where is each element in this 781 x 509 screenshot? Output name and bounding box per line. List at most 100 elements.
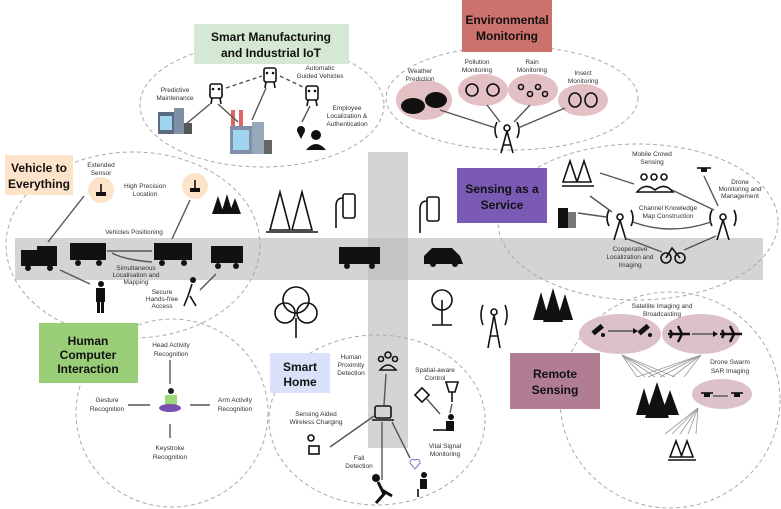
saas-title-box bbox=[457, 168, 547, 223]
vehicles-positioning-label: Vehicles Positioning bbox=[105, 229, 163, 236]
person-charging-icon bbox=[307, 434, 320, 455]
person-phone-icon bbox=[96, 281, 105, 313]
pollution-label-1: Pollution bbox=[465, 59, 490, 66]
lamp-icon bbox=[444, 381, 460, 402]
tree-icon bbox=[431, 289, 453, 326]
radar-beams bbox=[621, 354, 702, 435]
employee-label-1: Employee bbox=[333, 105, 362, 112]
satellite-icon bbox=[637, 323, 652, 337]
v2x-title-line2: Everything bbox=[8, 177, 70, 191]
vital-label-2: Monitoring bbox=[430, 451, 461, 458]
hci-title-line1: Human bbox=[68, 334, 109, 348]
hands-free-label-2: Hands-free bbox=[146, 296, 179, 303]
keystroke-label-2: Recognition bbox=[153, 454, 188, 461]
rain-label-2: Monitoring bbox=[517, 67, 548, 74]
manufacturing-title-line2: and Industrial IoT bbox=[221, 46, 322, 60]
satellite-label-1: Satellite Imaging and bbox=[632, 303, 693, 310]
vertical-road bbox=[368, 152, 408, 448]
insect-label-2: Monitoring bbox=[568, 78, 599, 85]
agv-label-1: Automatic bbox=[306, 65, 336, 72]
arrow-head-icon bbox=[633, 328, 638, 334]
spatial-label-2: Control bbox=[425, 375, 447, 382]
heart-monitor-icon bbox=[409, 458, 421, 470]
weather-label-2: Prediction bbox=[406, 76, 435, 83]
head-activity-label-2: Recognition bbox=[154, 351, 189, 358]
head-activity-label-1: Head Activity bbox=[152, 342, 190, 349]
pollution-label-2: Monitoring bbox=[462, 67, 493, 74]
vital-label-1: Vital Signal bbox=[429, 443, 462, 450]
drone-icon bbox=[731, 392, 743, 397]
bug-icon bbox=[568, 92, 598, 108]
saas-title-line2: Service bbox=[481, 198, 524, 212]
smarthome-title-line1: Smart bbox=[283, 360, 317, 374]
antenna-tower-icon bbox=[480, 304, 508, 349]
robot-icon bbox=[209, 83, 223, 105]
drone-swarm-label-1: Drone Swarm bbox=[710, 359, 750, 366]
raindrops-icon bbox=[517, 83, 549, 98]
building-icon bbox=[558, 208, 576, 228]
slam-label-2: Localisation and bbox=[113, 272, 160, 279]
insect-bubble bbox=[558, 84, 608, 116]
drone-icon bbox=[701, 392, 713, 397]
coop-label-2: Localization and bbox=[607, 254, 654, 261]
hands-free-label-1: Secure bbox=[152, 289, 173, 296]
airplane-icon bbox=[668, 325, 690, 343]
manufacturing-title-box bbox=[194, 24, 349, 64]
arm-activity-label-1: Arm Activity bbox=[218, 397, 253, 404]
drone-swarm-label-2: SAR Imaging bbox=[711, 368, 750, 375]
v2x-region bbox=[5, 151, 261, 339]
person-laptop-icon bbox=[433, 414, 454, 431]
fall-label-1: Fall bbox=[354, 455, 365, 462]
location-person-icon bbox=[297, 126, 326, 150]
weather-label-1: Weather bbox=[408, 68, 433, 75]
drone-mgmt-label-2: Monitoring and bbox=[719, 186, 762, 193]
walking-person-icon bbox=[183, 277, 197, 307]
proximity-label-1: Human bbox=[341, 354, 362, 361]
camera-icon bbox=[413, 386, 431, 404]
antenna-sensor-icon bbox=[190, 180, 200, 192]
manufacturing-title-line1: Smart Manufacturing bbox=[211, 30, 331, 44]
person-with-phone-icon bbox=[159, 388, 181, 412]
airplane-icon bbox=[720, 325, 742, 343]
arrow-head-icon bbox=[713, 331, 718, 337]
truck-icon bbox=[21, 246, 57, 271]
antenna-tower-icon bbox=[606, 209, 634, 241]
employee-label-3: Authentication bbox=[326, 121, 368, 128]
agv-path-line bbox=[279, 75, 306, 89]
falling-person-icon bbox=[372, 474, 393, 504]
crowd-sensing-label-1: Mobile Crowd bbox=[632, 151, 672, 158]
pine-trees-icon bbox=[636, 382, 679, 418]
satellite-icon bbox=[591, 323, 605, 337]
gesture-label-2: Recognition bbox=[90, 406, 125, 413]
truck-icon bbox=[154, 243, 192, 266]
laptop-icon bbox=[372, 405, 394, 421]
arm-activity-label-2: Recognition bbox=[218, 406, 253, 413]
hci-region bbox=[75, 318, 269, 508]
drone-icon bbox=[697, 167, 711, 172]
proximity-label-2: Proximity bbox=[338, 362, 365, 369]
crowd-sensing-label-2: Sensing bbox=[640, 159, 664, 166]
saas-title-line1: Sensing as a bbox=[465, 182, 539, 196]
pollution-bubble bbox=[458, 74, 508, 106]
satellite-label-2: Broadcasting bbox=[643, 311, 681, 318]
smarthome-title-line2: Home bbox=[283, 375, 317, 389]
hands-free-label-3: Access bbox=[152, 303, 174, 310]
sitting-person-icon bbox=[417, 472, 427, 497]
outline-tree-icon bbox=[274, 286, 318, 338]
bicycle-icon bbox=[660, 246, 686, 264]
v2x-title-line1: Vehicle to bbox=[11, 161, 67, 175]
agv-path-line bbox=[225, 75, 263, 89]
coop-label-1: Cooperative bbox=[612, 246, 647, 253]
smarthome-title-box bbox=[270, 353, 330, 393]
pine-trees-icon bbox=[533, 288, 573, 322]
remote-title-box bbox=[510, 353, 600, 409]
antenna-tower-icon bbox=[494, 121, 520, 154]
satellite-bubble bbox=[579, 314, 661, 354]
environmental-title-line1: Environmental bbox=[465, 13, 548, 27]
hci-title-box bbox=[39, 323, 138, 383]
antenna-sensor-icon bbox=[96, 184, 106, 196]
robot-icon bbox=[305, 85, 319, 107]
hci-title-line3: Interaction bbox=[57, 362, 118, 376]
high-precision-label-1: High Precision bbox=[124, 183, 166, 190]
extended-sensor-label-1: Extended bbox=[87, 162, 115, 169]
